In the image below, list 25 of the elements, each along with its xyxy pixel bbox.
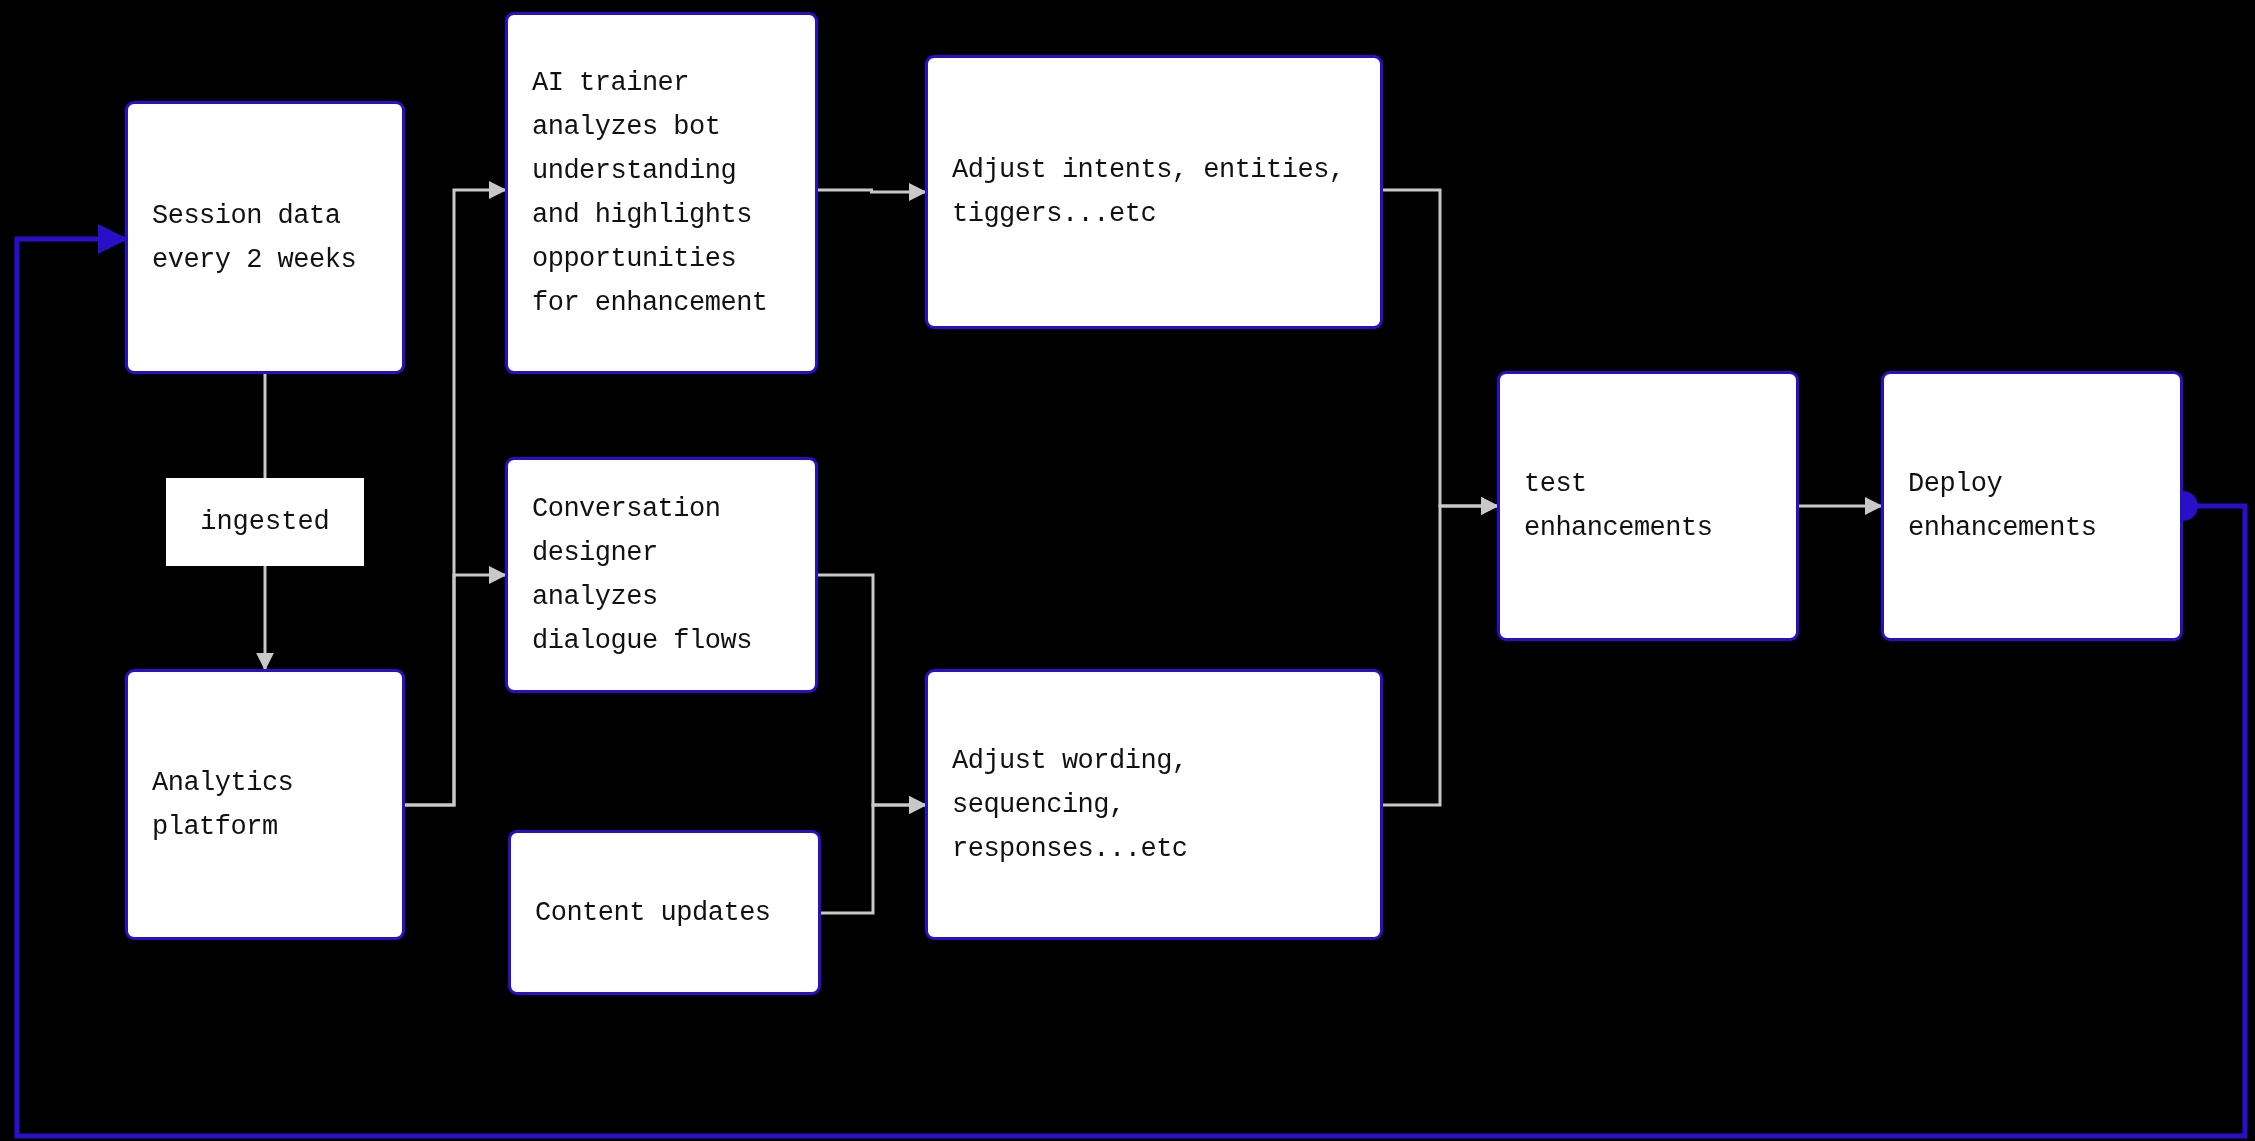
- box-text: Analytics platform: [152, 766, 295, 844]
- arrow: [821, 796, 927, 915]
- arrow: [405, 566, 507, 807]
- arrow: [1799, 497, 1883, 515]
- edge-label: ingested: [166, 478, 364, 566]
- process-box: [125, 101, 405, 374]
- process-box: [508, 830, 821, 995]
- box-text: Content updates: [535, 896, 772, 930]
- process-box: [505, 457, 818, 693]
- process-box: [505, 12, 818, 374]
- arrow: [818, 183, 927, 201]
- arrow: [14, 224, 2248, 1139]
- box-text: Adjust intents, entities, tiggers...etc: [952, 154, 1346, 231]
- process-box: [125, 669, 405, 940]
- process-box: [925, 669, 1383, 940]
- box-text: Session data every 2 weeks: [152, 199, 358, 277]
- box-text: Conversation designer analyzes dialogue flows: [532, 493, 753, 658]
- box-text: AI trainer analyzes bot understanding and highlights opportunities for enhancement: [532, 67, 769, 320]
- box-text: Deploy enhancements: [1908, 468, 2098, 545]
- process-box: [925, 55, 1383, 329]
- box-text: Adjust wording, sequencing, responses...etc: [952, 744, 1189, 866]
- process-box: [1497, 371, 1799, 641]
- process-box: [1881, 371, 2183, 641]
- box-text: test enhancements: [1524, 468, 1714, 545]
- arrow: [1383, 497, 1499, 807]
